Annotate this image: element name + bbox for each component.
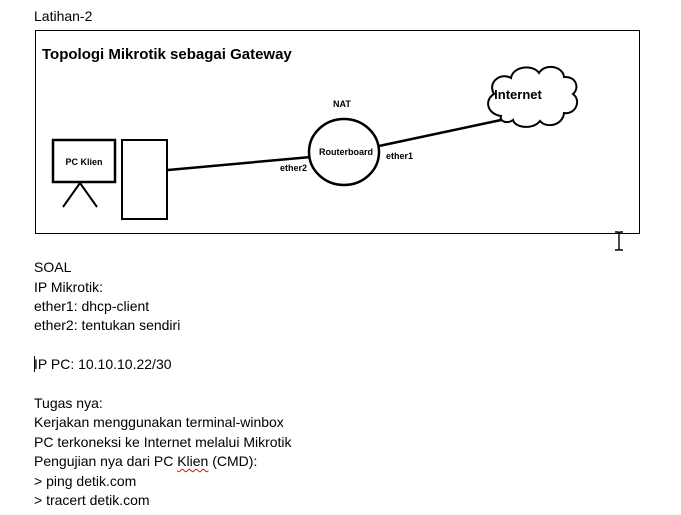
text-cursor — [34, 356, 35, 372]
router-circle — [307, 117, 381, 187]
ether2-label: ether2 — [280, 163, 307, 173]
ibeam-cursor-icon — [615, 231, 623, 251]
tugas-heading: Tugas nya: — [34, 395, 103, 411]
routerboard-node: Routerboard — [307, 117, 381, 187]
ether1-label: ether1 — [386, 151, 413, 161]
tugas-item-2: PC terkoneksi ke Internet melalui Mikrot… — [34, 434, 292, 450]
tugas-item-3: Pengujian nya dari PC Klien (CMD): — [34, 453, 257, 470]
ip-mikrotik-heading: IP Mikrotik: — [34, 279, 103, 295]
ether2-config: ether2: tentukan sendiri — [34, 317, 181, 333]
pc-tower-shape — [121, 139, 168, 220]
internet-cloud-icon: Internet — [487, 65, 579, 128]
soal-heading: SOAL — [34, 259, 72, 275]
pc-klien-node: PC Klien — [51, 138, 117, 208]
pc-stand-right — [79, 182, 98, 208]
cmd-tracert-line: > tracert detik.com — [34, 492, 150, 508]
document-title: Latihan-2 — [34, 8, 93, 24]
routerboard-label: Routerboard — [319, 147, 373, 157]
internet-label: Internet — [494, 87, 542, 102]
link-router-internet — [378, 118, 502, 148]
spellcheck-word: Klien — [177, 453, 209, 469]
pc-klien-label: PC Klien — [65, 157, 102, 167]
pc-monitor-shape — [51, 138, 117, 184]
ip-pc-line: IP PC: 10.10.10.22/30 — [34, 356, 172, 372]
topology-diagram: Topologi Mikrotik sebagai Gateway PC Kli… — [35, 30, 640, 234]
tugas-item-3-end: (CMD): — [208, 453, 258, 469]
pc-stand-left — [62, 182, 81, 208]
cmd-ping-line: > ping detik.com — [34, 473, 137, 489]
diagram-title: Topologi Mikrotik sebagai Gateway — [42, 46, 292, 63]
ether1-config: ether1: dhcp-client — [34, 298, 150, 314]
link-pc-router — [167, 155, 312, 172]
tugas-item-3-start: Pengujian nya dari PC — [34, 453, 178, 469]
tugas-item-1: Kerjakan menggunakan terminal-winbox — [34, 414, 284, 430]
nat-label: NAT — [333, 99, 351, 109]
